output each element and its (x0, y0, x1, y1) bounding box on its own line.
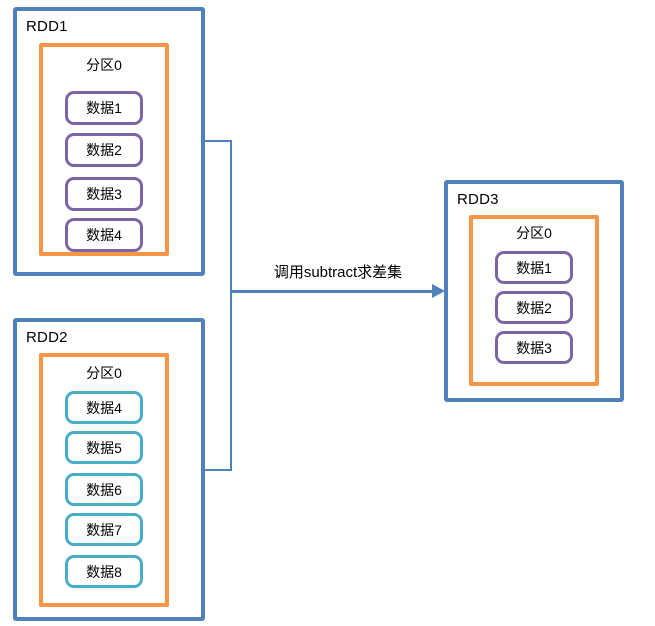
subtract-arrow-shaft (230, 290, 433, 293)
rdd2-box: RDD2 分区0 数据4 数据5 数据6 数据7 数据8 (13, 318, 205, 621)
connector-rdd2-branch (205, 469, 232, 471)
rdd3-data-item-3: 数据3 (495, 331, 573, 364)
rdd2-data-item-3: 数据6 (65, 473, 143, 506)
rdd2-data-item-5: 数据8 (65, 555, 143, 588)
rdd2-data-item-4: 数据7 (65, 513, 143, 546)
rdd1-data-item-1: 数据1 (65, 91, 143, 125)
rdd1-box: RDD1 分区0 数据1 数据2 数据3 数据4 (13, 7, 205, 276)
connector-vertical-join (230, 140, 232, 471)
rdd2-partition-box: 分区0 数据4 数据5 数据6 数据7 数据8 (39, 353, 169, 607)
rdd3-title: RDD3 (457, 191, 499, 208)
rdd3-partition-box: 分区0 数据1 数据2 数据3 (469, 215, 599, 386)
rdd1-data-item-3: 数据3 (65, 177, 143, 211)
rdd1-data-item-4: 数据4 (65, 218, 143, 252)
rdd2-title: RDD2 (26, 329, 68, 346)
arrow-head-icon (432, 284, 445, 298)
rdd2-data-item-2: 数据5 (65, 431, 143, 464)
rdd1-data-item-2: 数据2 (65, 133, 143, 167)
subtract-arrow-label: 调用subtract求差集 (273, 264, 403, 281)
rdd2-data-item-1: 数据4 (65, 391, 143, 424)
rdd3-data-item-2: 数据2 (495, 291, 573, 324)
rdd1-partition-box: 分区0 数据1 数据2 数据3 数据4 (39, 43, 169, 256)
rdd1-partition-label: 分区0 (86, 57, 122, 73)
rdd3-box: RDD3 分区0 数据1 数据2 数据3 (444, 180, 624, 402)
rdd1-title: RDD1 (26, 18, 68, 35)
rdd3-partition-label: 分区0 (516, 225, 552, 241)
connector-rdd1-branch (205, 140, 232, 142)
rdd3-data-item-1: 数据1 (495, 251, 573, 284)
rdd2-partition-label: 分区0 (86, 365, 122, 381)
